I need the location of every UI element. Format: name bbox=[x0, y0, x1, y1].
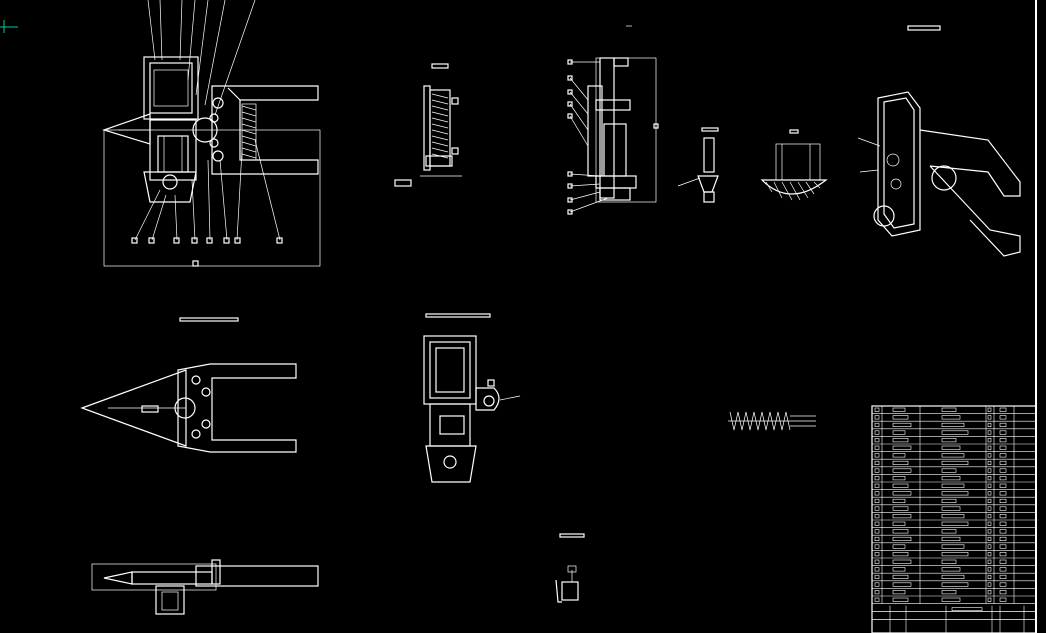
top-view-gripper bbox=[80, 317, 297, 453]
table-row bbox=[874, 590, 880, 595]
table-row bbox=[874, 445, 880, 450]
table-row bbox=[874, 559, 880, 564]
table-row bbox=[874, 536, 880, 542]
table-row bbox=[874, 514, 880, 519]
table-row bbox=[874, 498, 880, 504]
parts-list-table bbox=[871, 405, 1037, 633]
table-row bbox=[874, 552, 880, 557]
table-row bbox=[874, 422, 880, 428]
table-row bbox=[874, 483, 880, 488]
table-row bbox=[874, 597, 880, 602]
table-row bbox=[874, 407, 880, 412]
table-row bbox=[874, 491, 880, 496]
spring-detail bbox=[728, 411, 816, 431]
assembly-view-front bbox=[102, 0, 321, 267]
table-row bbox=[874, 506, 880, 511]
pin-detail bbox=[677, 127, 719, 203]
table-row bbox=[874, 438, 880, 443]
hatched-section-detail bbox=[760, 129, 828, 201]
side-section-view bbox=[567, 25, 659, 215]
table-row bbox=[874, 453, 880, 458]
ucs-crosshair-icon bbox=[0, 20, 18, 33]
center-front-view bbox=[423, 313, 521, 483]
table-row bbox=[874, 430, 880, 435]
table-row bbox=[874, 567, 880, 572]
bottom-side-view bbox=[91, 559, 319, 615]
table-row bbox=[874, 468, 880, 473]
table-row bbox=[874, 460, 880, 466]
table-row bbox=[874, 415, 880, 420]
isometric-view bbox=[857, 25, 1021, 257]
table-row bbox=[874, 544, 880, 549]
table-row bbox=[874, 574, 880, 580]
leadscrew-detail bbox=[394, 63, 462, 187]
table-row bbox=[874, 529, 880, 534]
table-row bbox=[874, 476, 880, 481]
table-row bbox=[874, 582, 880, 587]
table-row bbox=[874, 521, 880, 526]
small-part-detail bbox=[555, 533, 585, 603]
